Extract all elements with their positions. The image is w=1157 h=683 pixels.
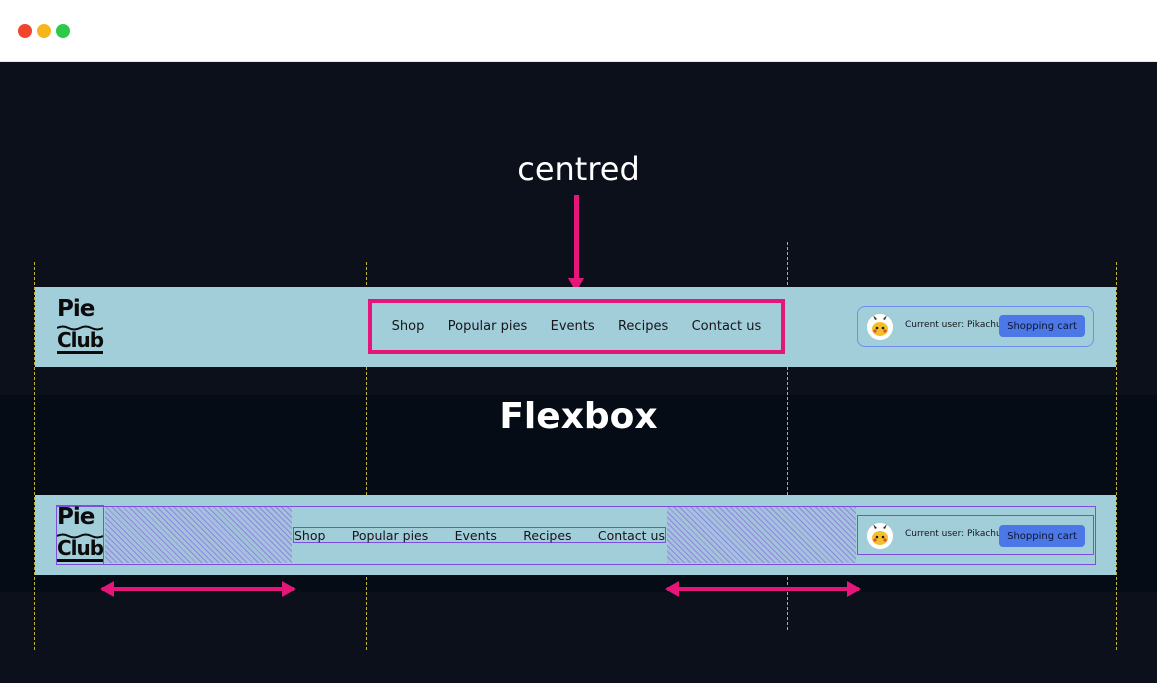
shopping-cart-button[interactable]: Shopping cart (999, 315, 1085, 337)
guide-line-nav-start (366, 262, 367, 650)
logo-word-club: Club (57, 536, 104, 560)
current-user-label: Current user: Pikachu (905, 320, 1002, 330)
nav-link-contact-us[interactable]: Contact us (691, 319, 762, 334)
right-space-arrow-icon (665, 581, 861, 597)
minimize-window-icon[interactable] (37, 24, 51, 38)
centred-label: centred (517, 150, 640, 188)
logo-wave-icon (57, 533, 103, 539)
free-space-left (105, 507, 292, 563)
guide-line-right (1116, 262, 1117, 650)
nav-link-shop[interactable]: Shop (391, 319, 425, 334)
nav-link-contact-us[interactable]: Contact us (597, 527, 665, 543)
pie-club-logo-flex[interactable]: Pie Club (56, 504, 104, 565)
left-space-arrow-icon (100, 581, 296, 597)
nav-link-recipes[interactable]: Recipes (617, 319, 669, 334)
nav-link-events[interactable]: Events (454, 527, 497, 543)
shopping-cart-button[interactable]: Shopping cart (999, 525, 1085, 547)
logo-wave-icon (57, 325, 103, 331)
maximize-window-icon[interactable] (56, 24, 70, 38)
nav-links-flex: Shop Popular pies Events Recipes Contact… (293, 527, 666, 543)
logo-underline (57, 351, 103, 354)
navbar-centred: Pie Club Shop Popular pies Events Recipe… (35, 287, 1116, 367)
pikachu-icon (867, 314, 893, 340)
pikachu-avatar[interactable] (867, 523, 893, 549)
nav-link-popular-pies[interactable]: Popular pies (447, 319, 528, 334)
logo-word-pie: Pie (57, 504, 95, 530)
guide-line-left (34, 262, 35, 650)
logo-word-pie: Pie (57, 296, 95, 322)
window-titlebar (0, 0, 1157, 62)
pikachu-avatar[interactable] (867, 314, 893, 340)
flex-container-outline (56, 506, 1096, 565)
nav-link-recipes[interactable]: Recipes (523, 527, 572, 543)
nav-link-shop[interactable]: Shop (294, 527, 326, 543)
close-window-icon[interactable] (18, 24, 32, 38)
user-panel: Current user: Pikachu Shopping cart (857, 306, 1094, 347)
diagram-canvas: centred Pie Club Shop Popular pies Event… (0, 62, 1157, 683)
down-arrow-icon (574, 195, 579, 281)
navbar-flexbox: Pie Club Shop Popular pies Events Recipe… (35, 495, 1116, 575)
nav-link-popular-pies[interactable]: Popular pies (351, 527, 429, 543)
pikachu-icon (867, 523, 893, 549)
logo-underline (57, 559, 103, 562)
nav-link-events[interactable]: Events (550, 319, 595, 334)
guide-line-nav-end (787, 242, 788, 630)
flexbox-label: Flexbox (499, 396, 658, 437)
nav-links-centred: Shop Popular pies Events Recipes Contact… (368, 299, 785, 354)
free-space-right (667, 507, 856, 563)
logo-word-club: Club (57, 328, 104, 352)
current-user-label: Current user: Pikachu (905, 529, 1002, 539)
user-panel-flex: Current user: Pikachu Shopping cart (857, 515, 1094, 555)
pie-club-logo[interactable]: Pie Club (57, 296, 104, 356)
